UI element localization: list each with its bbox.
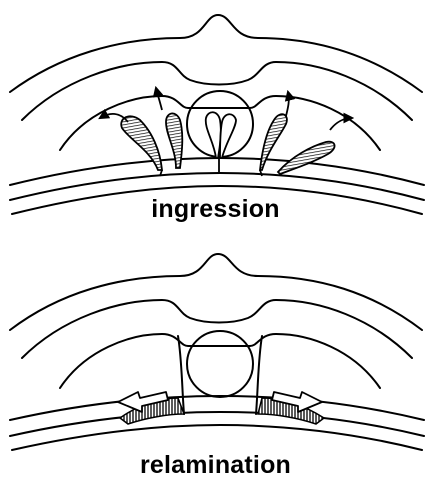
cell-center (206, 112, 221, 158)
outer-surface-line (10, 15, 422, 92)
ingression-caption: ingression (0, 195, 431, 224)
relamination-caption: relamination (0, 451, 431, 480)
membrane-lower-line-2 (10, 412, 424, 436)
sphere-2 (187, 331, 253, 397)
relamination-panel (10, 254, 424, 450)
outer-surface-line-2 (10, 254, 422, 330)
cell-right-2 (278, 142, 335, 174)
cell-center-right (220, 114, 236, 158)
inner-surface-line-2 (22, 300, 412, 358)
arrow-left-up (156, 88, 162, 110)
membrane-upper-line-2 (10, 396, 424, 420)
membrane-upper-line (10, 158, 424, 185)
membrane-bottom-line-2 (12, 425, 422, 450)
ingressing-cells (121, 112, 334, 174)
chamber-outline-2 (60, 334, 380, 388)
cell-right (260, 114, 287, 170)
